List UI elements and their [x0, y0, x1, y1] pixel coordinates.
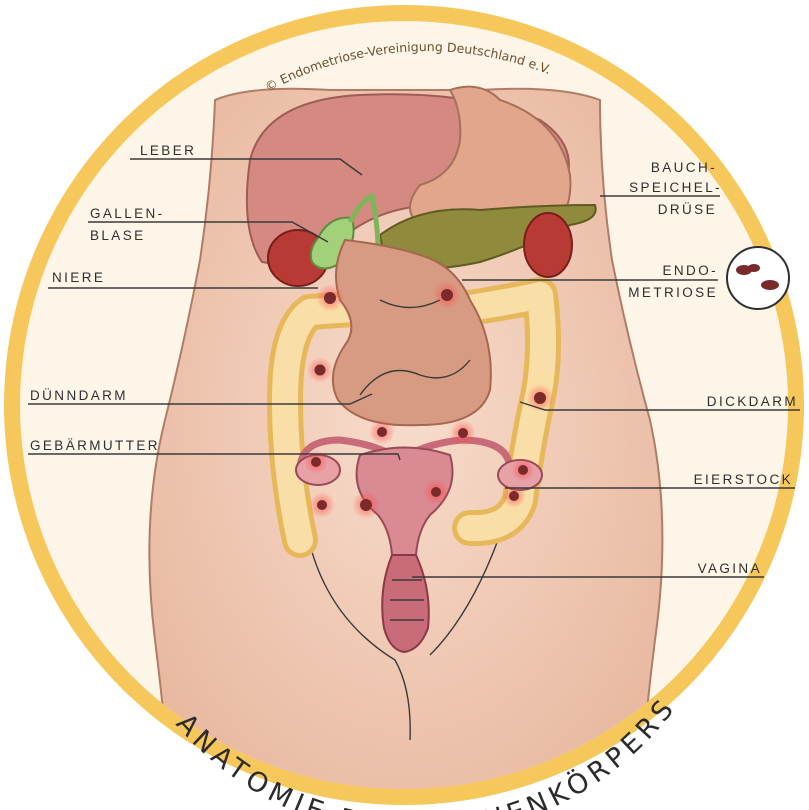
label-gallenblase-line1: GALLEN-: [90, 206, 165, 221]
label-dickdarm: DICKDARM: [707, 394, 798, 409]
label-endometriose-line1: ENDO-: [663, 263, 719, 278]
label-niere: NIERE: [52, 270, 105, 285]
label-duenndarm: DÜNNDARM: [30, 388, 128, 403]
endometriosis-magnifier: [727, 247, 789, 309]
label-gallenblase-line2: BLASE: [90, 228, 146, 243]
label-gebaermutter: GEBÄRMUTTER: [30, 438, 160, 453]
label-leber: LEBER: [140, 143, 196, 158]
label-vagina: VAGINA: [698, 561, 762, 576]
label-eierstock: EIERSTOCK: [694, 472, 793, 487]
kidney-right: [524, 213, 572, 277]
vagina: [382, 555, 429, 652]
label-endometriose-line2: METRIOSE: [628, 285, 718, 300]
label-bauchspeicheldruese-line1: BAUCH-: [651, 160, 717, 175]
label-bauchspeicheldruese-line2: SPEICHEL-: [629, 180, 722, 195]
label-bauchspeicheldruese-line3: DRÜSE: [658, 202, 717, 217]
